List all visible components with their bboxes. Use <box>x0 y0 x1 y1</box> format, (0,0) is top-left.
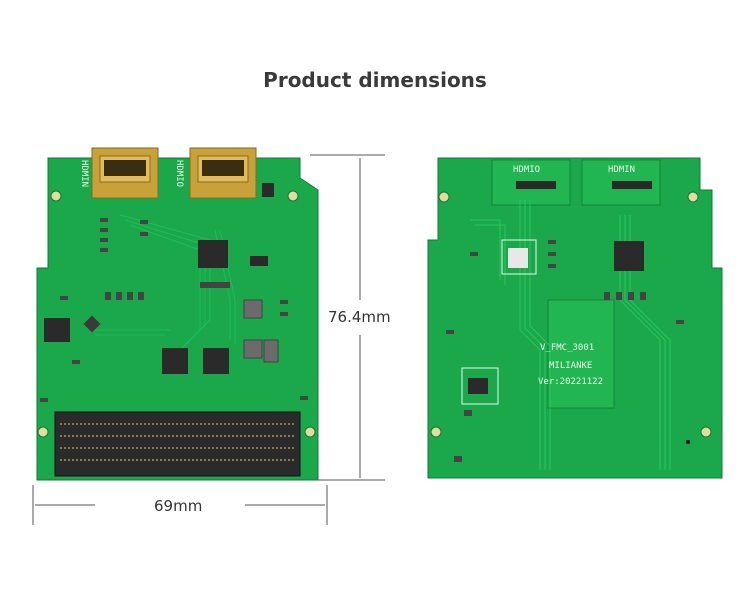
front-hdmi-in-label: HDMIN <box>79 160 89 187</box>
front-board: HDMIN HDMIO <box>36 147 319 481</box>
board-version-label: Ver:20221122 <box>538 377 603 387</box>
board-maker-label: MILIANKE <box>549 361 592 371</box>
front-hdmi-in-connector <box>91 147 159 199</box>
front-hdmi-out-connector <box>189 147 257 199</box>
front-hdmi-out-label: HDMIO <box>174 160 184 187</box>
back-ic-small <box>468 378 488 394</box>
front-ic-main <box>198 240 228 268</box>
back-ic-main <box>614 241 644 271</box>
front-ic-bottom-right <box>203 348 229 374</box>
back-hdmi-in-label: HDMIN <box>608 165 635 175</box>
page-title: Product dimensions <box>263 68 487 92</box>
back-hdmi-out-label: HDMIO <box>513 165 540 175</box>
board-model-label: V_FMC_3001 <box>540 343 594 353</box>
width-dimension-label: 69mm <box>154 497 203 515</box>
front-ic-bottom-left <box>162 348 188 374</box>
front-ic-left <box>44 318 70 342</box>
front-fmc-connector <box>54 411 301 477</box>
height-dimension-line <box>310 154 385 481</box>
width-dimension-line <box>32 485 328 525</box>
back-board: HDMIO HDMIN V_FMC_3001 MILIANKE Ver:2022… <box>427 157 723 479</box>
height-dimension-label: 76.4mm <box>328 308 391 326</box>
